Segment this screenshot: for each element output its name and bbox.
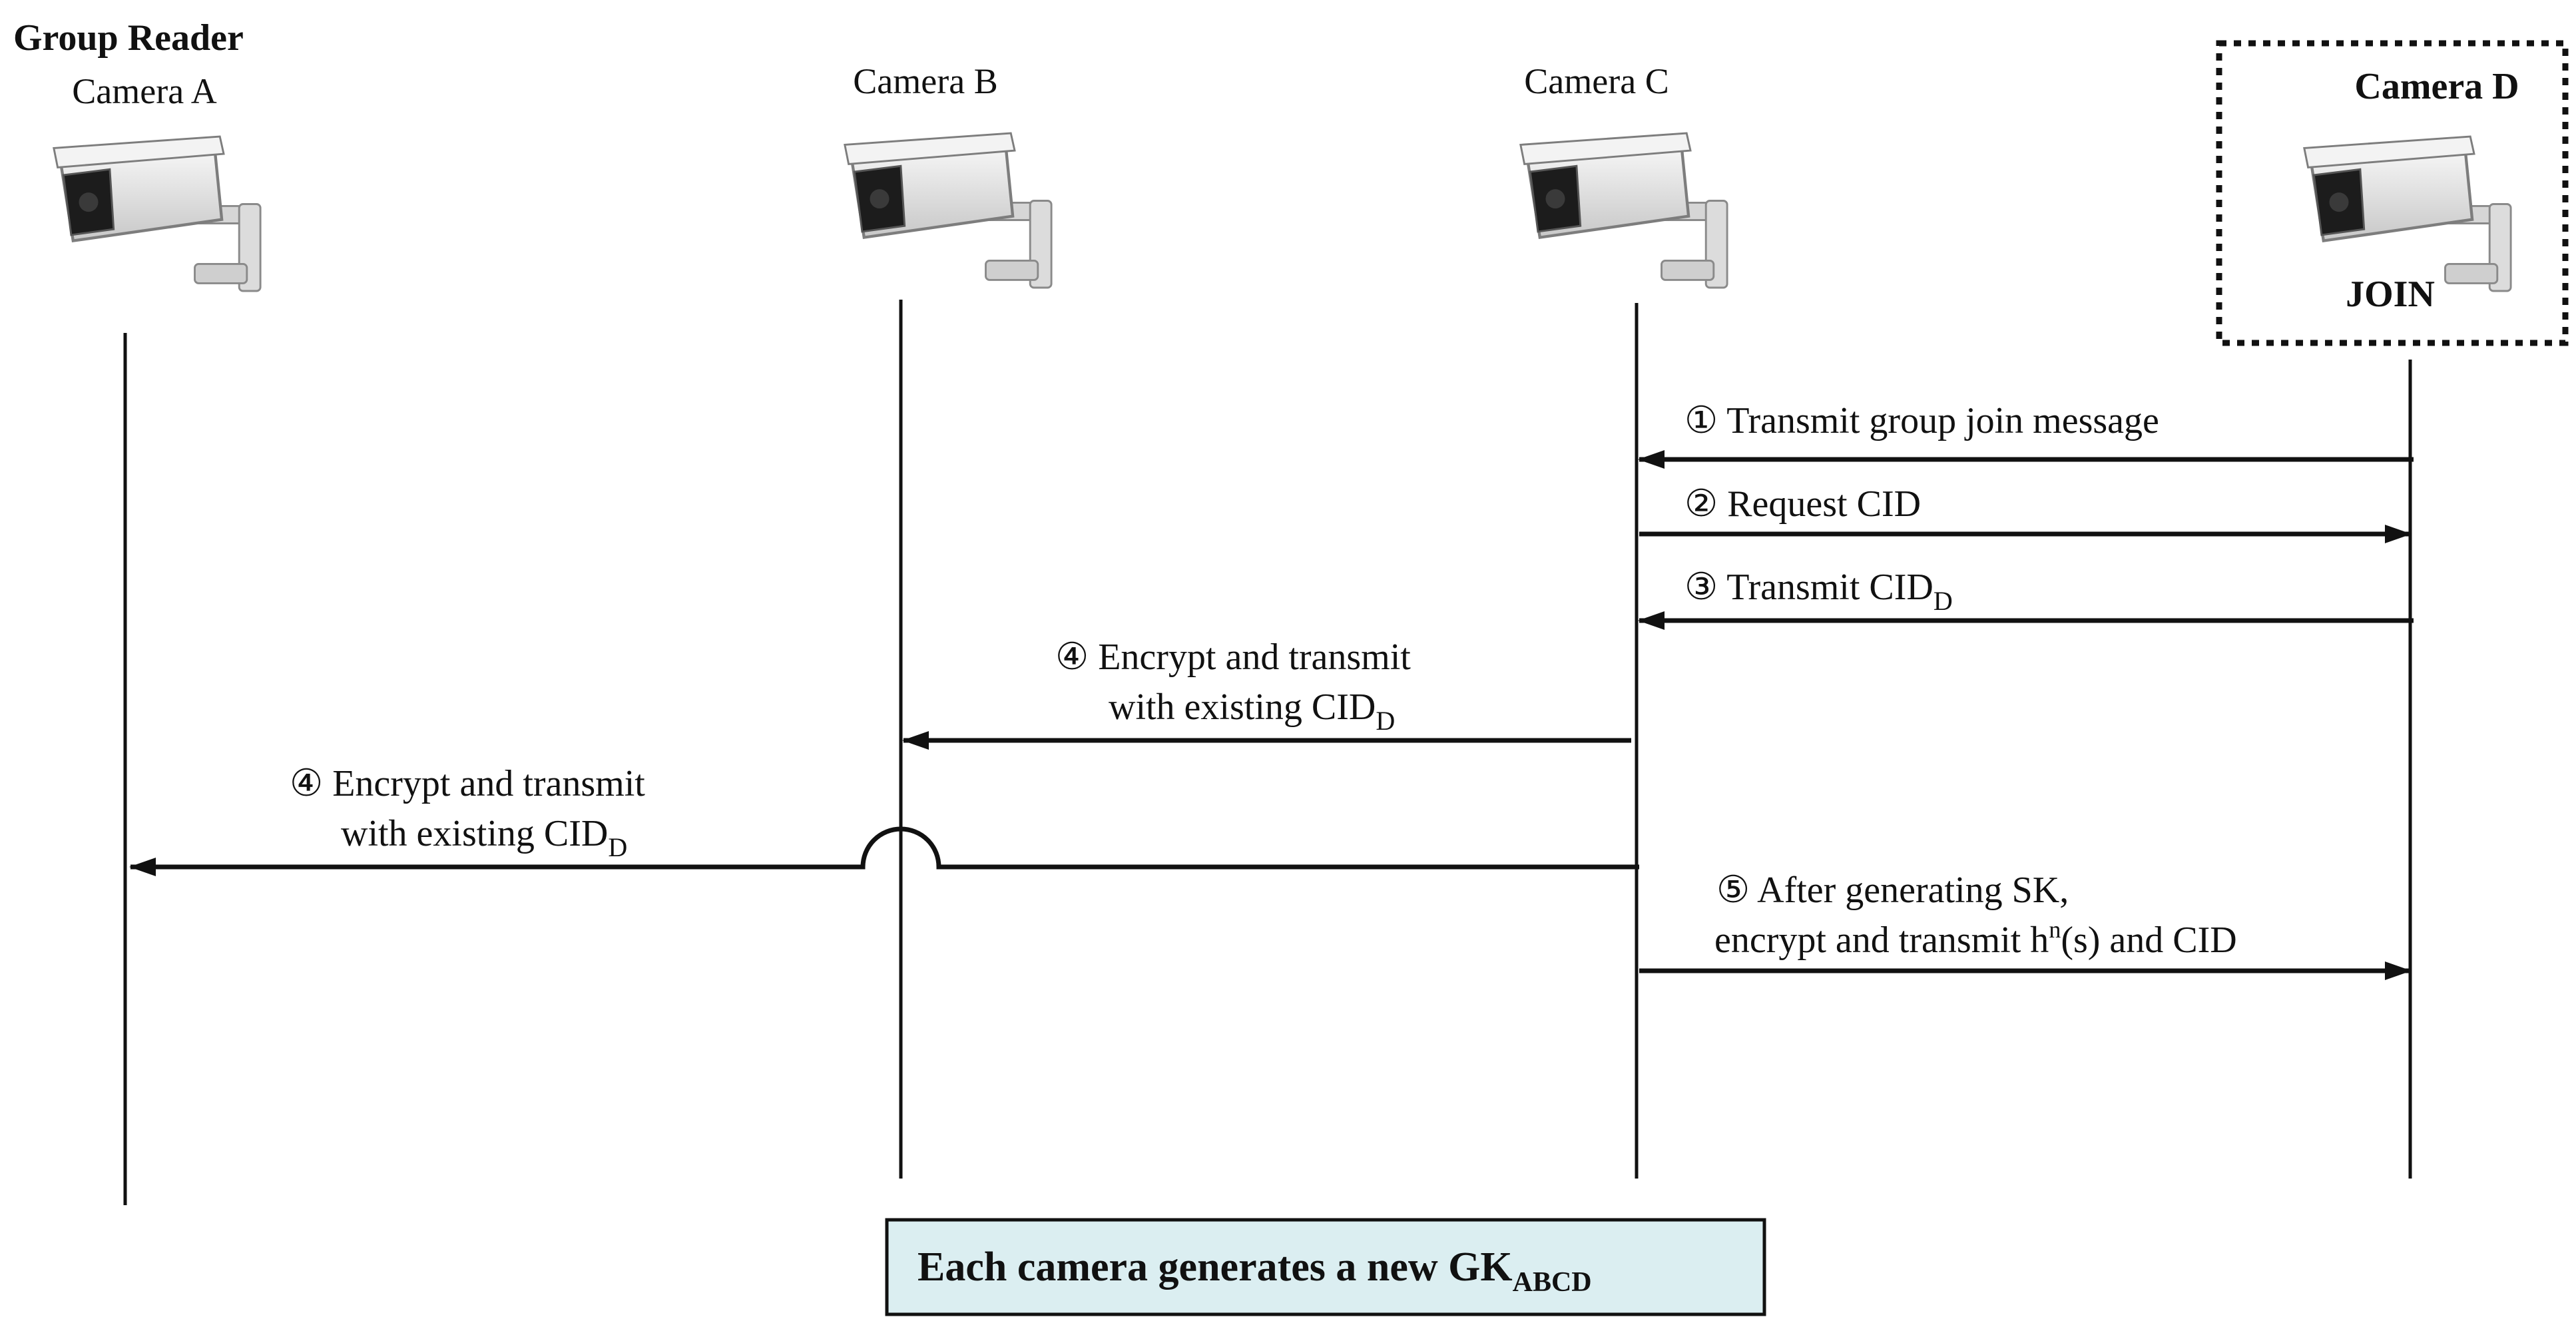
message-1-label: ① Transmit group join message (1684, 400, 2159, 441)
message-4-to-camera-a-text: Encrypt and transmit (332, 763, 645, 804)
message-3: ③ Transmit CIDD (1638, 567, 2414, 630)
message-3-step: ③ (1684, 567, 1718, 608)
camera-b-icon (845, 133, 1051, 288)
message-4-to-camera-b-subscript: D (1376, 706, 1395, 736)
message-5-text2-pre: encrypt and transmit h (1714, 920, 2049, 961)
message-4-to-camera-b-text: Encrypt and transmit (1098, 637, 1411, 678)
message-5-text: After generating SK, (1757, 870, 2069, 911)
message-3-text: Transmit CID (1726, 567, 1933, 608)
footer-box-background (885, 1218, 1766, 1316)
message-3-label: ③ Transmit CIDD (1684, 567, 1953, 616)
message-5-line1: ⑤ After generating SK, (1716, 870, 2069, 911)
camera-a-icon (54, 136, 260, 291)
message-2-text: Request CID (1727, 483, 1921, 525)
camera-c-label: Camera C (1524, 61, 1669, 101)
message-1-text: Transmit group join message (1726, 400, 2159, 441)
footer-box: Each camera generates a new GKABCD (885, 1218, 1766, 1316)
camera-a-label: Camera A (72, 71, 216, 111)
footer-text: Each camera generates a new GKABCD (917, 1244, 1592, 1298)
message-4-to-camera-a-subscript: D (608, 832, 627, 862)
message-4-to-camera-b-line1: ④ Encrypt and transmit (1055, 637, 1411, 678)
camera-d-label: Camera D (2354, 66, 2519, 107)
message-1: ① Transmit group join message (1638, 400, 2414, 469)
message-4-to-camera-a-line1: ④ Encrypt and transmit (290, 763, 645, 804)
message-4-to-camera-a-text2: with existing CID (341, 813, 608, 854)
message-5: ⑤ After generating SK, encrypt and trans… (1639, 870, 2412, 980)
footer-subscript: ABCD (1513, 1267, 1592, 1298)
message-3-subscript: D (1933, 586, 1953, 616)
message-1-step: ① (1684, 400, 1718, 441)
group-reader-label: Group Reader (13, 17, 244, 59)
camera-c-icon (1521, 133, 1727, 288)
message-5-text2-post: (s) and CID (2061, 920, 2236, 961)
message-2: ② Request CID (1639, 483, 2412, 543)
footer-main: Each camera generates a new GK (917, 1244, 1513, 1290)
message-2-step: ② (1684, 483, 1718, 525)
message-5-line2: encrypt and transmit hn(s) and CID (1714, 916, 2237, 961)
message-4-to-camera-a-line2: with existing CIDD (341, 813, 627, 862)
message-4-to-camera-a-arrow (129, 826, 1639, 876)
message-2-label: ② Request CID (1684, 483, 1921, 525)
message-5-superscript: n (2049, 916, 2061, 943)
message-4-to-camera-b-step: ④ (1055, 637, 1089, 678)
message-5-step: ⑤ (1716, 870, 1750, 911)
message-4-to-camera-a: ④ Encrypt and transmit with existing CID… (129, 763, 1639, 876)
message-4-to-camera-b-line2: with existing CIDD (1109, 686, 1395, 736)
message-4-to-camera-b: ④ Encrypt and transmit with existing CID… (902, 637, 1631, 750)
join-label: JOIN (2346, 274, 2435, 315)
camera-d-icon (2304, 136, 2511, 291)
message-4-to-camera-b-text2: with existing CID (1109, 686, 1376, 728)
camera-b-label: Camera B (853, 61, 997, 101)
message-4-to-camera-a-step: ④ (290, 763, 323, 804)
